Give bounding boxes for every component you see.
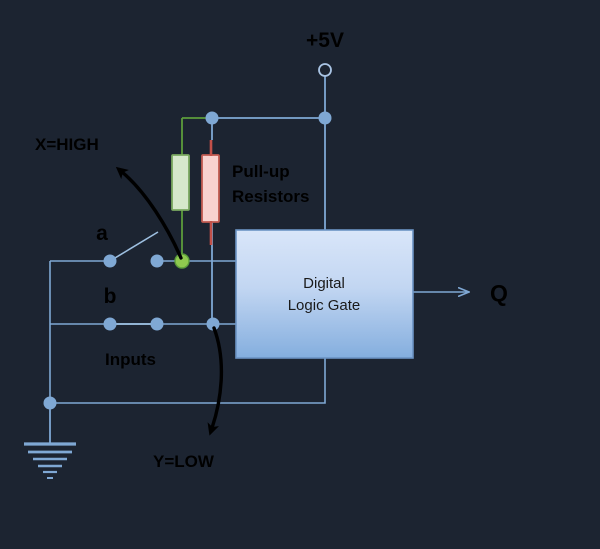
node-ground xyxy=(43,396,57,410)
switch-a-label: a xyxy=(96,222,108,245)
pull-up-resistor-y-body xyxy=(201,154,220,223)
ground-symbol xyxy=(24,442,76,479)
node-y-low xyxy=(206,317,220,331)
pullup-label-line2: Resistors xyxy=(232,187,309,206)
pullup-label-line1: Pull-up xyxy=(232,162,290,181)
y-state-label: Y=LOW xyxy=(153,452,215,471)
pull-up-resistor-x-body xyxy=(171,154,190,211)
node-a-right xyxy=(150,254,164,268)
gate-label-line2: Logic Gate xyxy=(288,297,361,314)
wire-network xyxy=(49,76,468,443)
switch-b-label: b xyxy=(104,285,117,308)
inputs-label: Inputs xyxy=(105,350,156,369)
node-b-right xyxy=(150,317,164,331)
node-top-rail-ry xyxy=(205,111,219,125)
node-a-left xyxy=(103,254,117,268)
annotation-arrow-y-low xyxy=(207,326,224,436)
digital-logic-gate-box[interactable] xyxy=(235,229,414,359)
annotation-arrow-x-high xyxy=(115,166,183,260)
node-b-left xyxy=(103,317,117,331)
gate-label-line1: Digital xyxy=(303,275,345,292)
output-q-label: Q xyxy=(490,280,508,306)
supply-label: +5V xyxy=(306,29,344,52)
wire-ground-return xyxy=(50,358,326,404)
x-state-label: X=HIGH xyxy=(35,135,99,154)
junction-nodes xyxy=(43,111,332,410)
node-x-high xyxy=(174,253,190,269)
node-top-rail-supply xyxy=(318,111,332,125)
switch-a-blade[interactable] xyxy=(109,231,159,262)
supply-terminal-circle xyxy=(318,63,332,77)
